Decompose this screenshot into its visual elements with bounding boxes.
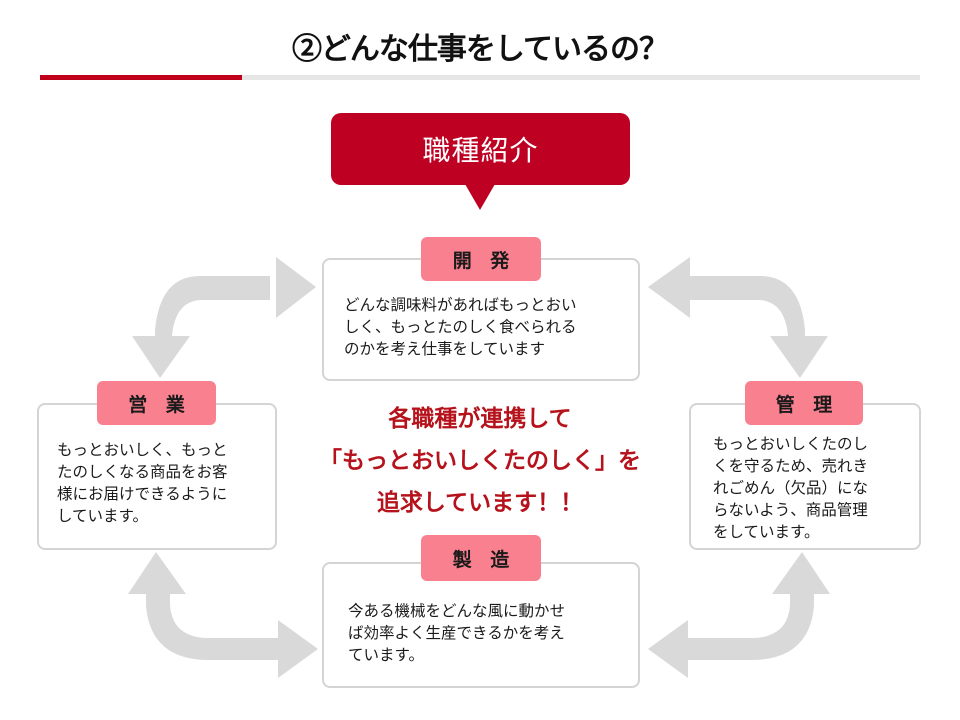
role-tag-manufacturing: 製 造 bbox=[421, 535, 541, 581]
role-description: もっとおいしく、もっと たのしくなる商品をお客 様にお届けできるように していま… bbox=[57, 441, 228, 525]
role-tag-development: 開 発 bbox=[421, 237, 541, 281]
page-title: ②どんな仕事をしているの？ bbox=[291, 32, 669, 67]
role-tag-sales: 営 業 bbox=[97, 381, 216, 425]
role-description: 今ある機械をどんな風に動かせ ば効率よく生産できるかを考え ています。 bbox=[348, 602, 566, 664]
role-card-sales: もっとおいしく、もっと たのしくなる商品をお客 様にお届けできるように していま… bbox=[37, 403, 277, 550]
role-card-manufacturing: 今ある機械をどんな風に動かせ ば効率よく生産できるかを考え ています。 bbox=[322, 562, 640, 688]
role-name: 製 造 bbox=[452, 548, 516, 571]
title-underline-accent bbox=[40, 75, 242, 80]
role-description: どんな調味料があればもっとおい しく、もっとたのしく食べられる のかを考え仕事を… bbox=[344, 296, 577, 358]
title-underline bbox=[40, 75, 920, 80]
arrow-development-sales-icon bbox=[132, 257, 316, 378]
arrow-manufacturing-management-icon bbox=[648, 552, 830, 678]
center-message: 各職種が連携して 「もっとおいしくたのしく」を 追求しています！！ bbox=[319, 406, 641, 516]
callout-pointer bbox=[465, 184, 495, 210]
callout-label: 職種紹介 bbox=[422, 134, 539, 167]
role-name: 開 発 bbox=[452, 249, 516, 272]
role-description: もっとおいしくたのし くを守るため、売れき れごめん（欠品）にな らないよう、商… bbox=[713, 435, 869, 541]
role-card-management: もっとおいしくたのし くを守るため、売れき れごめん（欠品）にな らないよう、商… bbox=[689, 403, 921, 550]
arrow-sales-manufacturing-icon bbox=[128, 552, 318, 678]
job-intro-callout: 職種紹介 bbox=[331, 113, 630, 185]
arrow-development-management-icon bbox=[648, 257, 828, 378]
role-name: 管 理 bbox=[775, 393, 839, 416]
role-tag-management: 管 理 bbox=[745, 381, 863, 425]
role-name: 営 業 bbox=[128, 393, 191, 416]
